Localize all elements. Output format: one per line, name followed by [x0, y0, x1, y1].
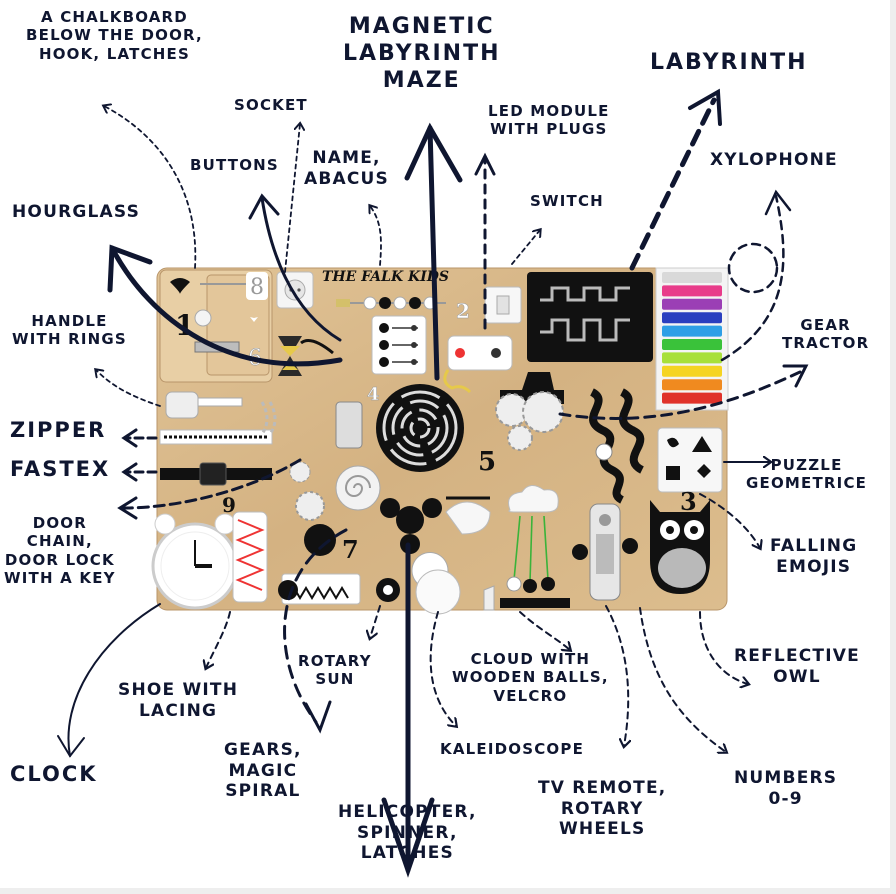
magnetic-maze — [376, 384, 464, 472]
svg-text:7: 7 — [342, 535, 359, 564]
xylophone-bar — [662, 339, 722, 350]
svg-text:4: 4 — [367, 384, 380, 405]
shoe-lacing: 9 — [222, 493, 268, 603]
label-fastex: FASTEX — [10, 457, 111, 481]
rotary-sun — [278, 573, 400, 605]
switch-module — [484, 286, 522, 324]
label-switch: SWITCH — [530, 192, 604, 210]
svg-text:2: 2 — [456, 299, 470, 323]
xylophone-bar — [662, 285, 722, 297]
gear-tractor — [495, 372, 564, 451]
puzzle-geometric — [657, 427, 723, 493]
label-hourglass: HOURGLASS — [12, 202, 141, 222]
label-buttons: BUTTONS — [190, 156, 279, 174]
svg-text:8: 8 — [250, 275, 264, 300]
door-panel: 1 6 8 — [159, 269, 273, 383]
xylophone-bar — [662, 365, 722, 377]
svg-text:5: 5 — [478, 447, 496, 477]
buttons-panel — [371, 315, 427, 375]
gears-magic-spiral: 7 — [289, 461, 381, 564]
label-xylophone: XYLOPHONE — [710, 150, 838, 170]
xylophone-bar — [662, 325, 722, 337]
labyrinth-panel — [527, 272, 653, 362]
reflective-owl: 3 — [650, 487, 710, 594]
annotation-arrows — [57, 88, 809, 878]
abacus — [336, 296, 446, 310]
xylophone-bar — [662, 392, 722, 404]
xylophone-bar — [662, 272, 722, 283]
xylophone-bar — [662, 298, 722, 310]
xylophone-bar — [662, 352, 722, 364]
label-kaleidoscope: KALEIDOSCOPE — [440, 740, 585, 758]
falling-emojis-track — [589, 388, 645, 504]
xylophone — [655, 267, 729, 411]
right-edge-strip — [890, 0, 896, 894]
cloud-wooden-balls — [500, 485, 570, 608]
label-clock: CLOCK — [10, 762, 98, 786]
brand-text: THE FALK KIDS — [322, 269, 449, 285]
xylophone-bar — [662, 379, 722, 391]
svg-text:3: 3 — [680, 487, 697, 516]
svg-text:9: 9 — [222, 493, 236, 517]
tv-remote — [572, 503, 638, 601]
xylophone-bar — [662, 312, 722, 324]
label-zipper: ZIPPER — [10, 418, 107, 442]
label-socket: SOCKET — [234, 96, 308, 114]
label-labyrinth: LABYRINTH — [650, 50, 808, 75]
bottom-edge-strip — [0, 888, 896, 894]
zipper-fastex-area — [159, 391, 363, 486]
socket-module — [276, 271, 314, 309]
clock — [151, 513, 239, 610]
label-name-abacus: NAME,ABACUS — [304, 148, 389, 189]
label-helicopter: HELICOPTER,SPINNER,LATCHES — [338, 802, 477, 864]
